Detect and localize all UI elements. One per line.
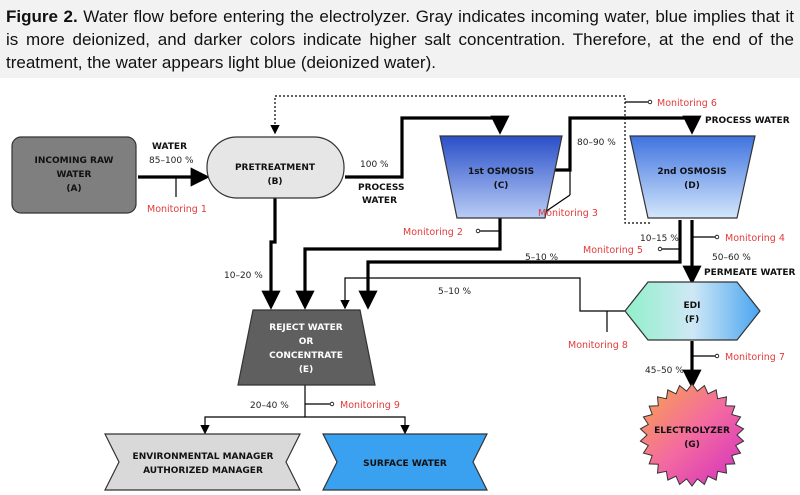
node-a-line3: (A) (66, 184, 81, 194)
node-surface-water (322, 433, 488, 491)
flow-e-env (200, 385, 306, 435)
node-d-line1: 2nd OSMOSIS (657, 167, 726, 177)
node-edi (624, 281, 761, 341)
label-water: WATER (152, 142, 187, 152)
label-pct-f-e: 5–10 % (438, 287, 472, 297)
monitoring-5-dot (657, 246, 663, 252)
monitoring-2-label: Monitoring 2 (403, 227, 463, 238)
figure-caption: Figure 2. Water flow before entering the… (0, 0, 800, 78)
monitoring-1-label: Monitoring 1 (147, 204, 207, 215)
monitoring-9-dot (329, 401, 335, 407)
monitoring-3-lead (544, 194, 571, 213)
flow-d-b-recycle (270, 95, 650, 224)
label-pct-d-f: 50–60 % (712, 253, 751, 263)
monitoring-9-label: Monitoring 9 (340, 400, 400, 411)
flow-f-e (340, 277, 625, 312)
node-e-line4: (E) (299, 365, 313, 375)
label-pct-c-e: 5–10 % (525, 253, 559, 263)
node-e-line2: OR (299, 337, 314, 347)
node-env-line2: AUTHORIZED MANAGER (143, 466, 263, 476)
monitoring-4-dot (714, 234, 720, 240)
node-1st-osmosis (439, 135, 563, 219)
node-env-line1: ENVIRONMENTAL MANAGER (133, 452, 274, 462)
node-surface-line1: SURFACE WATER (363, 459, 447, 469)
label-permeate-water: PERMEATE WATER (704, 268, 796, 278)
monitoring-7-label: Monitoring 7 (725, 352, 785, 363)
node-b-line1: PRETREATMENT (235, 163, 316, 173)
monitoring-2-dot (475, 228, 481, 234)
monitoring-4-label: Monitoring 4 (725, 233, 785, 244)
monitoring-3-label: Monitoring 3 (538, 208, 598, 219)
node-c-line1: 1st OSMOSIS (468, 167, 534, 177)
label-process-water-top: PROCESS WATER (705, 116, 790, 126)
flow-b-e (261, 198, 281, 310)
node-g-line2: (G) (684, 440, 700, 450)
node-environmental-manager (104, 433, 301, 491)
flow-d-e (358, 220, 682, 310)
monitoring-5-label: Monitoring 5 (583, 245, 643, 256)
monitoring-6-label: Monitoring 6 (657, 98, 717, 109)
label-process-water-2: WATER (362, 196, 397, 206)
node-b-line2: (B) (267, 177, 282, 187)
label-pct-b-e: 10–20 % (224, 271, 263, 281)
node-c-line2: (C) (494, 181, 509, 191)
label-pct-b-c: 100 % (360, 160, 389, 170)
node-g-line1: ELECTROLYZER (654, 426, 730, 436)
label-pct-c-d: 80–90 % (577, 138, 616, 148)
label-pct-f-g: 45–50 % (645, 366, 684, 376)
node-reject-water (237, 309, 376, 386)
node-a-line1: INCOMING RAW (35, 156, 114, 166)
node-e-line3: CONCENTRATE (269, 351, 343, 361)
node-e-line1: REJECT WATER (269, 323, 343, 333)
node-pretreatment (206, 136, 345, 199)
figure-label: Figure 2. (6, 7, 78, 26)
node-f-line1: EDI (684, 301, 701, 311)
label-pct-e-out: 20–40 % (250, 401, 289, 411)
monitoring-8-label: Monitoring 8 (568, 340, 628, 351)
figure-caption-text: Water flow before entering the electroly… (6, 7, 794, 72)
label-process-water-1: PROCESS (358, 183, 405, 193)
node-2nd-osmosis (629, 135, 756, 219)
node-f-line2: (F) (685, 315, 699, 325)
node-d-line2: (D) (684, 181, 700, 191)
flow-e-surface (305, 416, 410, 435)
flow-b-c (345, 115, 510, 179)
node-incoming-raw-water (11, 136, 137, 214)
label-pct-a-b: 85–100 % (149, 156, 194, 166)
flow-c-e (295, 218, 502, 310)
node-electrolyzer (639, 383, 745, 487)
node-a-line2: WATER (56, 170, 91, 180)
monitoring-6-dot (647, 99, 653, 105)
flow-c-d (545, 115, 702, 172)
label-pct-d-e: 10–15 % (640, 234, 679, 244)
monitoring-7-dot (714, 353, 720, 359)
